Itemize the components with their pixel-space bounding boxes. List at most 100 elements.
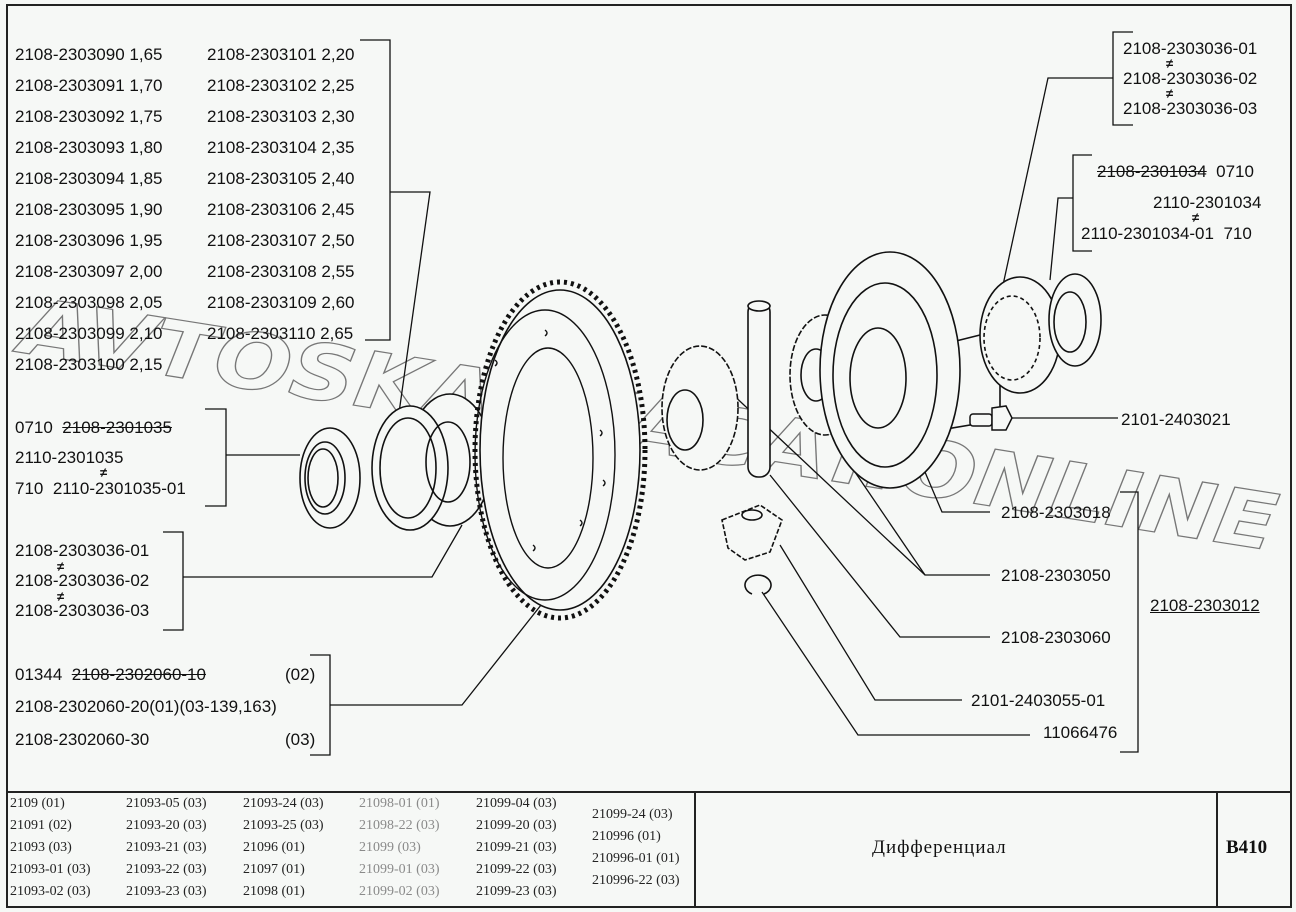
shim-right-4: 2108-2303105 2,40 (207, 169, 355, 188)
model-cell: 21093-20 (03) (126, 818, 207, 833)
callout-side-gear: 2101-2403055-01 (971, 691, 1106, 710)
circlip (744, 574, 772, 595)
gear-line3: 2108-2302060-30 (15, 730, 150, 749)
bolt (969, 405, 1013, 431)
shim-right-1: 2108-2303102 2,25 (207, 76, 355, 95)
assembly-bracket (1120, 491, 1139, 753)
pinion-axle (747, 300, 771, 478)
shim-left-8: 2108-2303098 2,05 (15, 293, 163, 312)
bearing-right-leader (1002, 77, 1113, 286)
driven-gear (472, 279, 648, 621)
model-cell: 21093 (03) (10, 840, 72, 855)
pinion-gear (721, 504, 783, 561)
callout-assembly: 2108-2303012 (1150, 596, 1260, 615)
shim-left-4: 2108-2303094 1,85 (15, 169, 163, 188)
callout-housing: 2108-2303018 (1001, 503, 1111, 522)
bearing-left-bracket (163, 531, 184, 631)
bearing-right-line1: 2108-2303036-01 (1123, 39, 1258, 58)
seal-right-line2: 2110-2301034 (1153, 193, 1262, 212)
model-cell: 21099-02 (03) (359, 884, 440, 899)
seal-left-line3: 710 2110-2301035-01 (15, 479, 186, 498)
seal-right-line1: 2108-2301034 0710 (1097, 162, 1254, 181)
not-equal-icon: ≠ (100, 465, 108, 480)
shim-left-9: 2108-2303099 2,10 (15, 324, 163, 343)
shim-right-3: 2108-2303104 2,35 (207, 138, 355, 157)
shim-left-10: 2108-2303100 2,15 (15, 355, 163, 374)
model-cell: 21093-01 (03) (10, 862, 91, 877)
model-cell: 21099 (03) (359, 840, 421, 855)
model-cell: 21093-25 (03) (243, 818, 324, 833)
bearing-right-line2: 2108-2303036-02 (1123, 69, 1258, 88)
divider (1216, 793, 1218, 906)
seal-right-bracket (1072, 154, 1092, 252)
bearing-left (371, 393, 493, 531)
shim-left-0: 2108-2303090 1,65 (15, 45, 163, 64)
footer-table: 2109 (01) 21091 (02) 21093 (03) 21093-01… (6, 791, 1292, 908)
bearing-left-line1: 2108-2303036-01 (15, 541, 150, 560)
bearing-left-line3: 2108-2303036-03 (15, 601, 150, 620)
gear-line2: 2108-2302060-20(01)(03-139,163) (15, 697, 277, 716)
callout-pinion-gears: 2108-2303050 (1001, 566, 1111, 585)
shim-right-7: 2108-2303108 2,55 (207, 262, 355, 281)
model-cell: 21097 (01) (243, 862, 305, 877)
model-cell: 21093-24 (03) (243, 796, 324, 811)
side-gear-leader (779, 544, 962, 701)
model-cell: 21099-21 (03) (476, 840, 557, 855)
oil-seal-left (299, 427, 361, 529)
model-cell: 21099-04 (03) (476, 796, 557, 811)
shim-left-2: 2108-2303092 1,75 (15, 107, 163, 126)
model-cell: 210996 (01) (592, 829, 661, 844)
model-cell: 21099-22 (03) (476, 862, 557, 877)
bearing-right (979, 276, 1061, 394)
circlip-leader (761, 591, 1030, 736)
bearing-left-line2: 2108-2303036-02 (15, 571, 150, 590)
model-cell: 2109 (01) (10, 796, 65, 811)
bearing-right-line3: 2108-2303036-03 (1123, 99, 1258, 118)
bearing-left-leader (183, 524, 463, 578)
model-cell: 21099-23 (03) (476, 884, 557, 899)
gear-leader (330, 599, 546, 706)
shim-right-8: 2108-2303109 2,60 (207, 293, 355, 312)
model-cell: 21093-02 (03) (10, 884, 91, 899)
not-equal-icon: ≠ (1192, 210, 1200, 225)
leader-lines (163, 31, 1139, 756)
drawing-frame (6, 4, 1292, 908)
model-cell: 21093-22 (03) (126, 862, 207, 877)
page-title: Дифференциал (872, 837, 1007, 858)
model-cell: 21096 (01) (243, 840, 305, 855)
not-equal-icon: ≠ (1166, 86, 1174, 101)
model-cell: 21098-01 (01) (359, 796, 440, 811)
model-cell: 21093-23 (03) (126, 884, 207, 899)
callout-axle: 2108-2303060 (1001, 628, 1111, 647)
shim-left-6: 2108-2303096 1,95 (15, 231, 163, 250)
callout-bolt: 2101-2403021 (1121, 410, 1231, 429)
shim-leader (390, 191, 431, 421)
seal-left-line1: 0710 2108-2301035 (15, 418, 172, 437)
model-cell: 21098 (01) (243, 884, 305, 899)
side-gear-left (661, 345, 739, 471)
model-cell: 21098-22 (03) (359, 818, 440, 833)
model-cell: 21093-21 (03) (126, 840, 207, 855)
seal-left-line2: 2110-2301035 (15, 448, 124, 467)
page-code: B410 (1226, 837, 1268, 858)
not-equal-icon: ≠ (1166, 56, 1174, 71)
gear-line1-suffix: (02) (285, 665, 316, 684)
shim-right-2: 2108-2303103 2,30 (207, 107, 355, 126)
shim-right-9: 2108-2303110 2,65 (207, 324, 354, 343)
model-cell: 21091 (02) (10, 818, 72, 833)
shim-left-7: 2108-2303097 2,00 (15, 262, 163, 281)
callout-circlip: 11066476 (1043, 723, 1118, 742)
housing-leader (921, 464, 990, 513)
shim-right-6: 2108-2303107 2,50 (207, 231, 355, 250)
shim-left-3: 2108-2303093 1,80 (15, 138, 163, 157)
seal-right-leader (1049, 197, 1073, 281)
oil-seal-right (1048, 273, 1102, 367)
seal-left-bracket (205, 408, 227, 507)
not-equal-icon: ≠ (57, 559, 65, 574)
shim-bracket (360, 39, 391, 341)
gear-line3-suffix: (03) (285, 730, 316, 749)
axle-leader (769, 474, 990, 638)
shim-right-0: 2108-2303101 2,20 (207, 45, 355, 64)
model-cell: 210996-22 (03) (592, 873, 680, 888)
